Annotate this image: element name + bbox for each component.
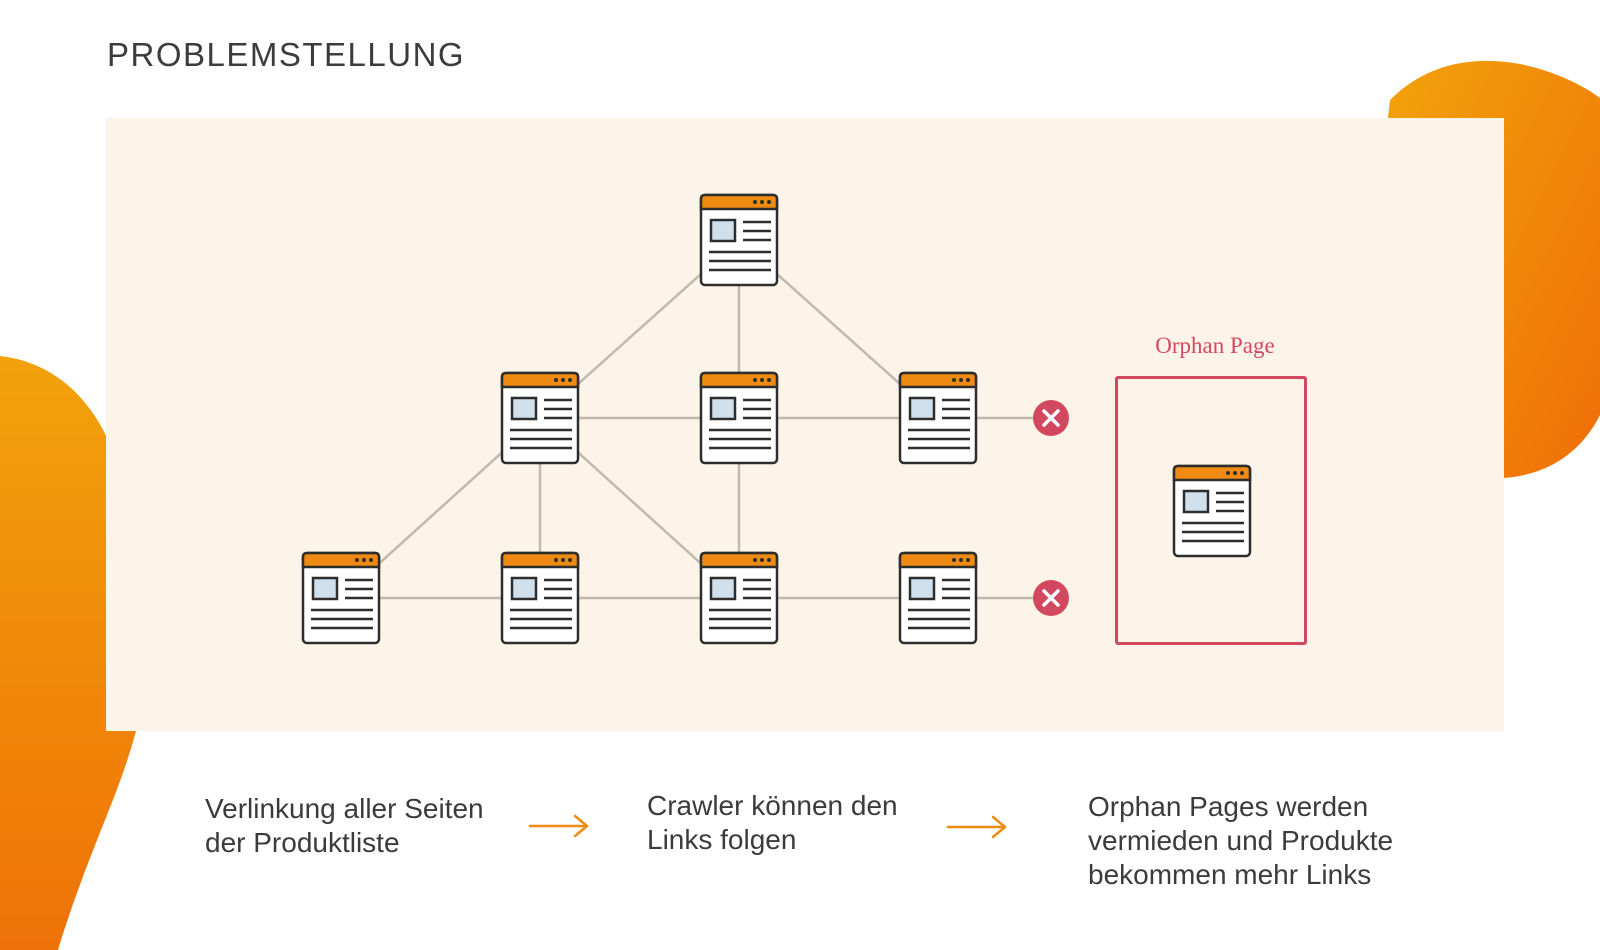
step-1-text: Verlinkung aller Seiten der Produktliste	[205, 793, 484, 858]
page-node-bottom-2	[500, 551, 580, 645]
page-node-mid-left	[500, 371, 580, 465]
page-node-bottom-3	[699, 551, 779, 645]
arrow-right-icon	[946, 815, 1007, 839]
page-node-top	[699, 193, 779, 287]
page-node-mid-right	[898, 371, 978, 465]
page-title: PROBLEMSTELLUNG	[107, 36, 466, 73]
page-node-mid-center	[699, 371, 779, 465]
x-circle-icon	[1031, 578, 1071, 618]
orphan-page-label: Orphan Page	[1155, 333, 1275, 358]
step-3-text: Orphan Pages werden vermieden und Produk…	[1088, 791, 1394, 890]
arrow-right-icon	[528, 814, 589, 838]
right-blob	[1388, 60, 1600, 479]
x-circle-icon	[1031, 398, 1071, 438]
page-node-bottom-4	[898, 551, 978, 645]
page-node-bottom-1	[301, 551, 381, 645]
orphan-page-box	[1115, 376, 1307, 645]
step-2-text: Crawler können den Links folgen	[647, 790, 898, 855]
